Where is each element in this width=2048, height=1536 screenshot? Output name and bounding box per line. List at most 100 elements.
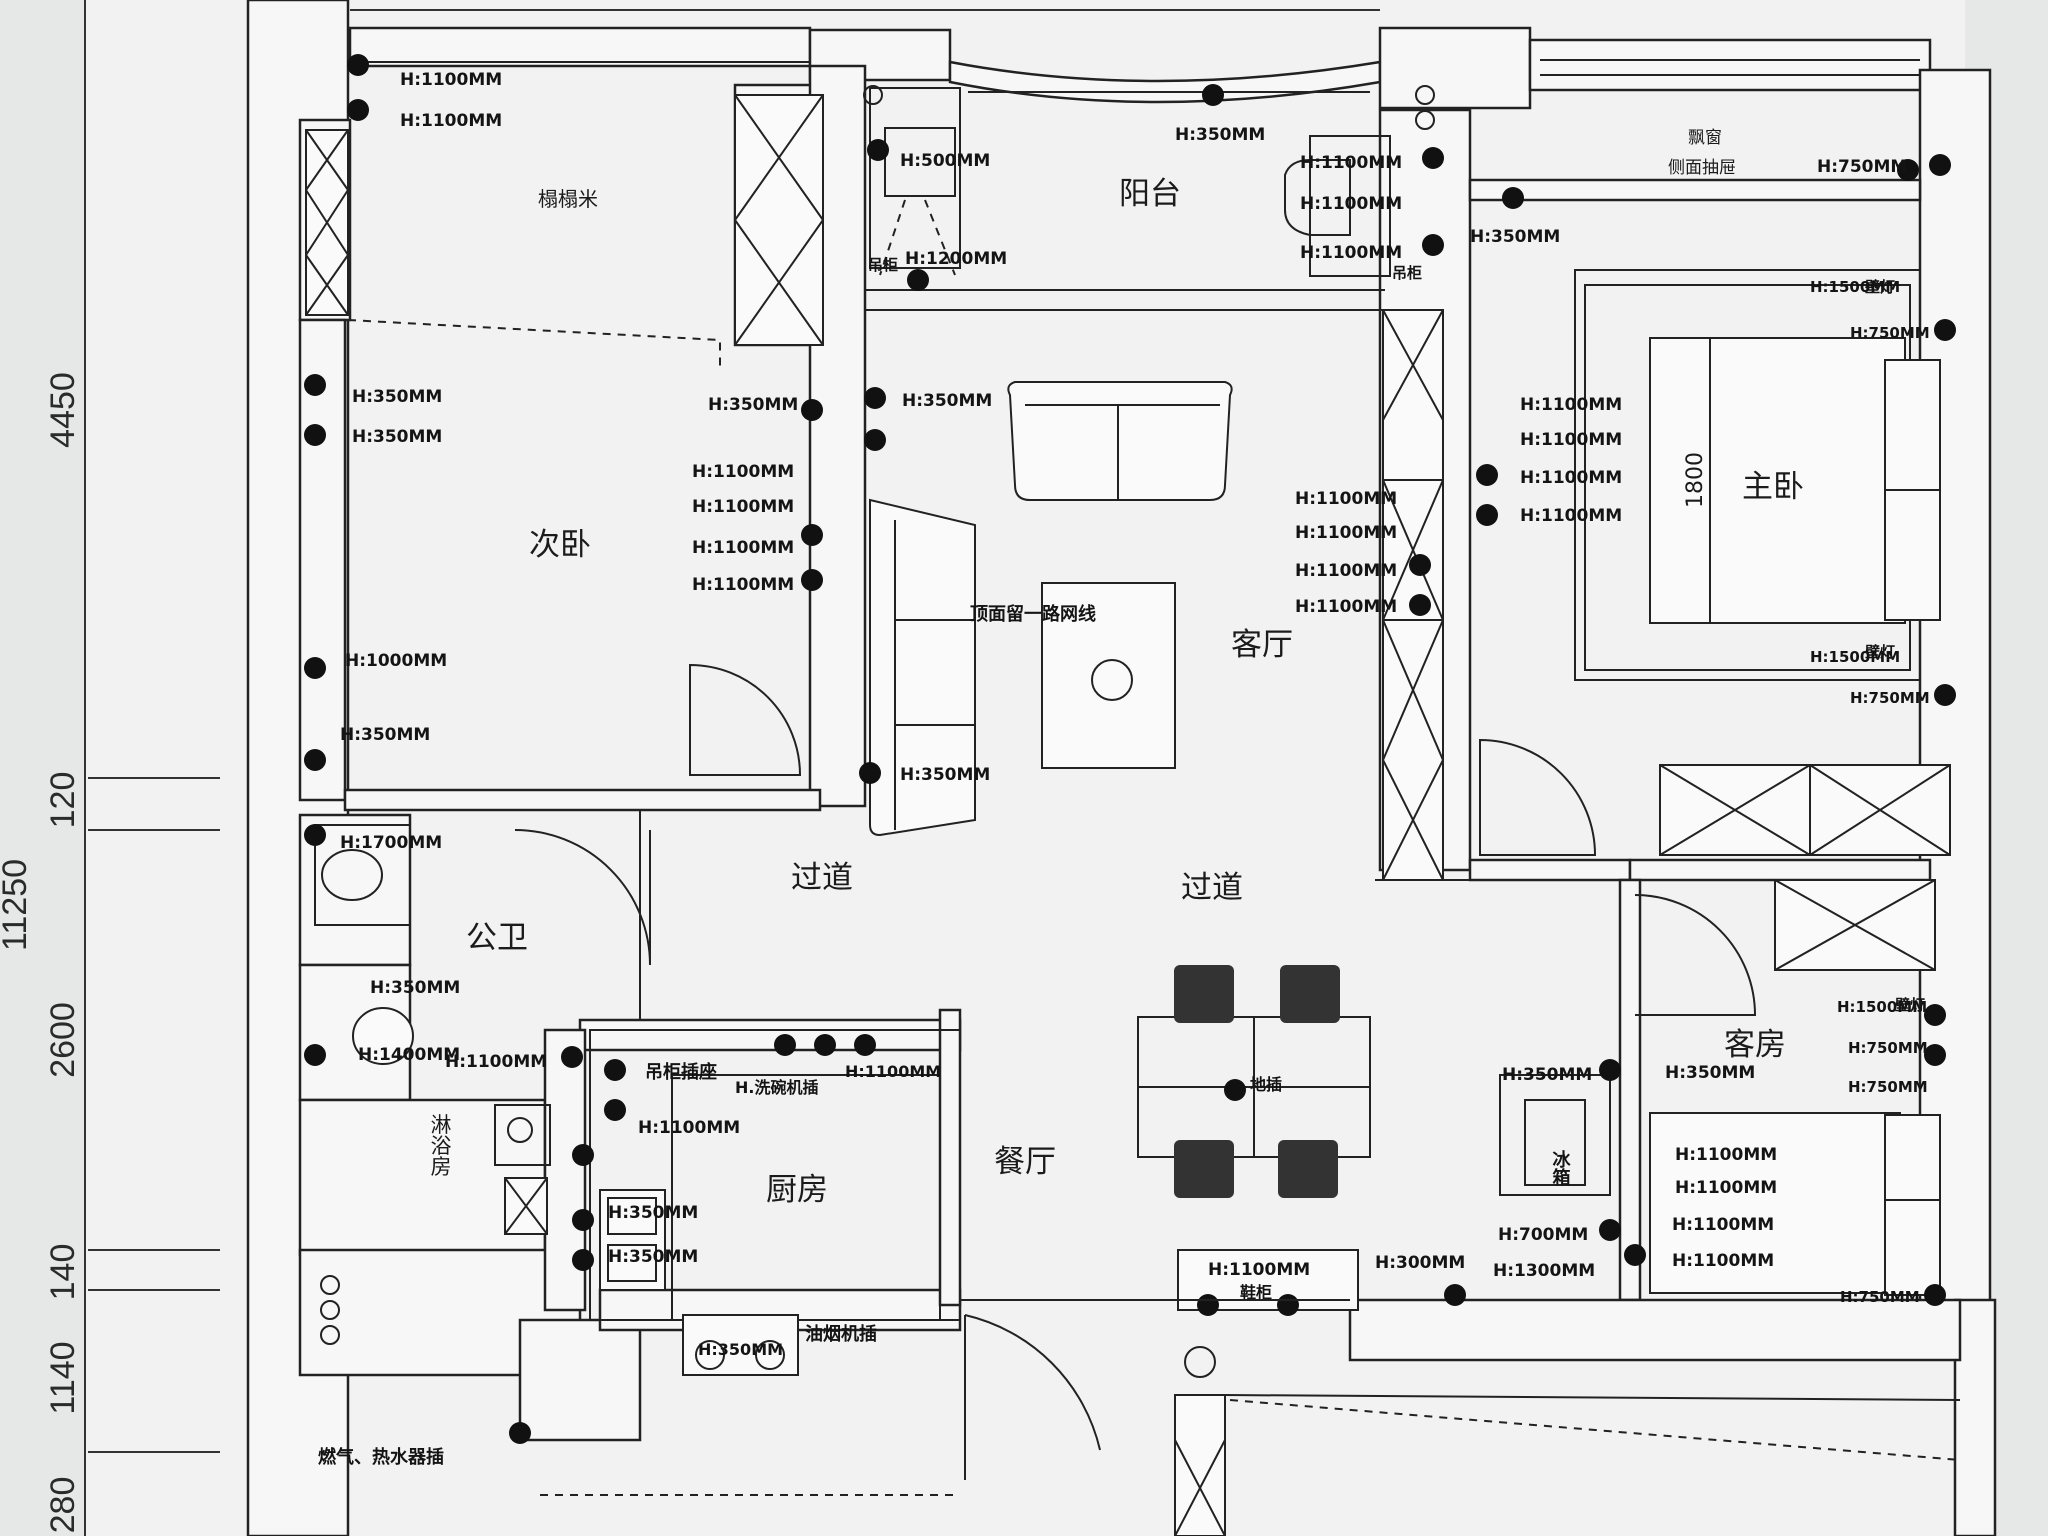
dim-280: 280 [44,1477,82,1534]
h-mb-lamp1b: H:750MM [1850,324,1930,342]
h-sb-l4: H:350MM [340,725,430,745]
dim-140: 140 [44,1244,82,1301]
h-sb-r2: H:1100MM [692,462,794,482]
dim-120: 120 [44,772,82,829]
h-bal-1: H:500MM [900,151,990,171]
h-lr-1: H:350MM [902,391,992,411]
h-sb-r4: H:1100MM [692,538,794,558]
dim-1140: 1140 [44,1341,82,1414]
h-gr-3: H:350MM [1665,1063,1755,1083]
note-hanging-cabinet-right: 吊柜 [1392,264,1422,282]
h-bay: H:750MM [1817,157,1907,177]
note-range-hood: 油烟机插 [805,1323,877,1345]
bath-fixtures [314,824,551,1345]
room-kitchen: 厨房 [766,1172,828,1208]
bay-drawer-label: 侧面抽屉 [1668,158,1736,178]
h-sb-r1: H:350MM [708,395,798,415]
h-kit-3: H:350MM [608,1203,698,1223]
note-ceiling-network: 顶面留一路网线 [970,603,1096,625]
h-shoe: H:1100MM [1208,1260,1310,1280]
note-cabinet-socket: 吊柜插座 [645,1061,717,1083]
note-wall-lamp-3: 壁灯 [1895,996,1925,1014]
h-gr-5: H:1300MM [1493,1261,1595,1281]
h-lr-r1: H:1100MM [1295,489,1397,509]
room-shower: 淋浴房 [428,1114,452,1177]
sockets [304,54,1956,1444]
balcony-fixtures [863,85,1435,277]
h-tatami-1: H:1100MM [400,70,502,90]
h-gr-2: H:350MM [1502,1065,1592,1085]
note-gas-heater: 燃气、热水器插 [318,1446,444,1468]
note-shoe-cabinet: 鞋柜 [1240,1283,1272,1302]
room-public-bath: 公卫 [466,920,528,956]
h-bal-2: H:1200MM [905,249,1007,269]
built-in-cabinets [305,94,1951,1536]
left-dimension-strip: 4450 120 11250 2600 140 1140 280 [0,0,220,1536]
h-kit-2: H:1100MM [638,1118,740,1138]
note-wall-lamp-2: 壁灯 [1865,643,1895,661]
h-kit-4: H:350MM [608,1247,698,1267]
h-gr-7: H:750MM [1848,1078,1928,1096]
room-corridor-left: 过道 [791,860,853,896]
h-kit-5: H:350MM [698,1340,783,1359]
h-gr-4: H:700MM [1498,1225,1588,1245]
bottom-lines [540,1299,1961,1496]
h-tatami-2: H:1100MM [400,111,502,131]
h-sb-l3: H:1000MM [345,651,447,671]
note-fridge: 冰箱 [1550,1149,1571,1187]
h-lr-r3: H:1100MM [1295,561,1397,581]
note-dishwasher: H.洗碗机插 [735,1078,818,1097]
h-mb-top: H:350MM [1470,227,1560,247]
master-bed [1574,269,1941,1296]
bay-window-label: 飘窗 [1688,128,1722,148]
note-wall-lamp-1: 壁灯 [1865,278,1895,296]
h-sb-r3: H:1100MM [692,497,794,517]
note-floor-socket: 地插 [1250,1075,1282,1094]
doors [514,663,1757,1480]
h-sb-r5: H:1100MM [692,575,794,595]
dim-11250: 11250 [0,859,34,951]
h-mb-l3: H:1100MM [1520,468,1622,488]
h-gr-1: H:300MM [1375,1253,1465,1273]
interior-walls [298,64,1962,1442]
h-bath-1: H:1700MM [340,833,442,853]
height-annotations: H:1100MM H:1100MM H:500MM H:1200MM H:350… [340,70,1930,1359]
h-bath-4: H:1100MM [445,1052,547,1072]
h-lr-2: H:350MM [900,765,990,785]
room-living: 客厅 [1231,627,1293,663]
h-gr-6: H:750MM [1848,1039,1928,1057]
h-mb-l4: H:1100MM [1520,506,1622,526]
h-mb-lamp2b: H:750MM [1850,689,1930,707]
room-tatami: 榻榻米 [538,187,598,211]
h-bal-6: H:1100MM [1300,243,1402,263]
h-bath-3: H:1400MM [358,1045,460,1065]
h-kit-1: H:1100MM [845,1062,941,1081]
h-bath-2: H:350MM [370,978,460,998]
h-lr-r2: H:1100MM [1295,523,1397,543]
h-mb-lamp2: H:1500MM [1810,648,1900,666]
h-sb-l1: H:350MM [352,387,442,407]
h-mb-l1: H:1100MM [1520,395,1622,415]
h-bal-3: H:350MM [1175,125,1265,145]
h-gr-lamp: H:1500MM [1837,998,1927,1016]
room-master: 主卧 [1742,469,1804,505]
h-mb-lamp1: H:1500MM [1810,278,1900,296]
note-hanging-cabinet-left: 吊柜 [868,256,898,274]
bed-width: 1800 [1683,452,1708,508]
h-gr-9: H:1100MM [1675,1178,1777,1198]
h-sb-l2: H:350MM [352,427,442,447]
room-dining: 餐厅 [994,1144,1056,1180]
h-bal-4: H:1100MM [1300,153,1402,173]
dim-4450: 4450 [44,372,82,448]
h-gr-12: H:750MM [1840,1288,1920,1306]
h-gr-11: H:1100MM [1672,1251,1774,1271]
room-corridor-right: 过道 [1181,870,1243,906]
h-lr-r4: H:1100MM [1295,597,1397,617]
h-gr-10: H:1100MM [1672,1215,1774,1235]
room-secondary-bedroom: 次卧 [529,527,591,563]
room-balcony: 阳台 [1119,176,1181,212]
h-mb-l2: H:1100MM [1520,430,1622,450]
room-guest: 客房 [1724,1027,1786,1063]
dim-2600: 2600 [44,1002,82,1078]
